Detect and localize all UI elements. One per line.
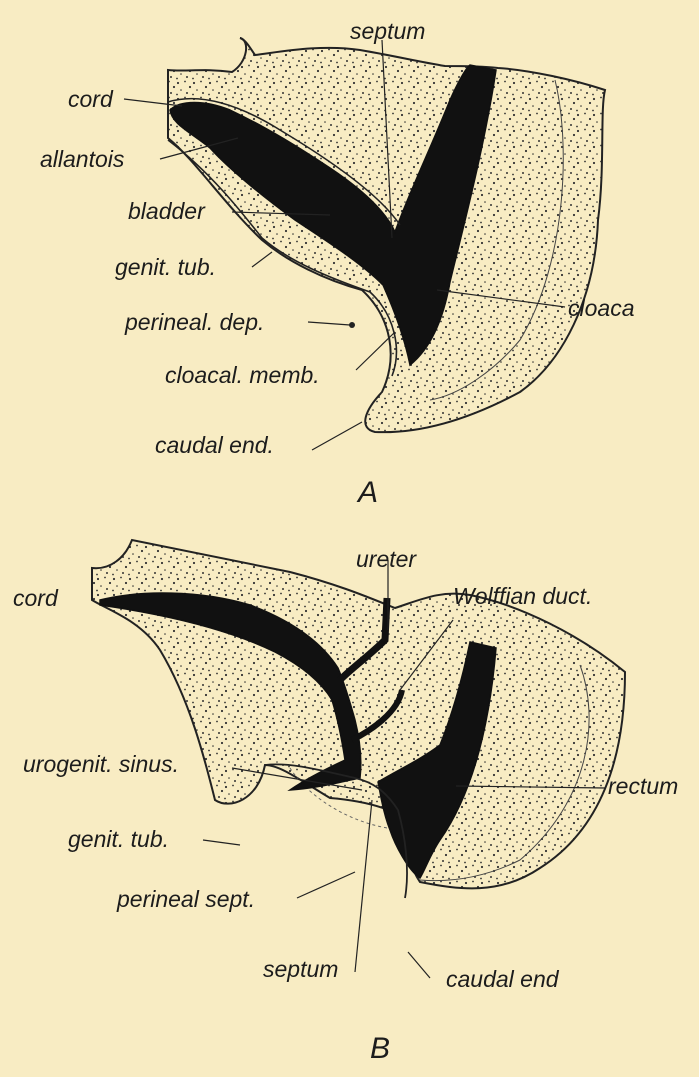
label-a-cord: cord bbox=[68, 88, 113, 111]
label-a-septum: septum bbox=[350, 20, 425, 43]
label-b-septum: septum bbox=[263, 958, 338, 981]
label-b-caudal-end: caudal end bbox=[446, 968, 559, 991]
label-b-ureter: ureter bbox=[356, 548, 416, 571]
label-a-cloaca: cloaca bbox=[568, 297, 634, 320]
label-b-wolffian-duct: Wolffian duct. bbox=[453, 585, 592, 608]
label-b-genit-tub: genit. tub. bbox=[68, 828, 169, 851]
label-b-cord: cord bbox=[13, 587, 58, 610]
label-b-rectum: rectum bbox=[608, 775, 678, 798]
label-b-urogenit-sinus: urogenit. sinus. bbox=[23, 753, 179, 776]
label-a-caudal-end: caudal end. bbox=[155, 434, 274, 457]
label-a-bladder: bladder bbox=[128, 200, 205, 223]
label-a-perineal-dep: perineal. dep. bbox=[125, 311, 264, 334]
panel-a-diagram bbox=[124, 38, 605, 450]
figure-letter-a: A bbox=[358, 478, 378, 508]
label-a-allantois: allantois bbox=[40, 148, 124, 171]
label-a-genit-tub: genit. tub. bbox=[115, 256, 216, 279]
label-a-cloacal-memb: cloacal. memb. bbox=[165, 364, 320, 387]
figure-letter-b: B bbox=[370, 1034, 390, 1064]
label-b-perineal-sept: perineal sept. bbox=[117, 888, 255, 911]
